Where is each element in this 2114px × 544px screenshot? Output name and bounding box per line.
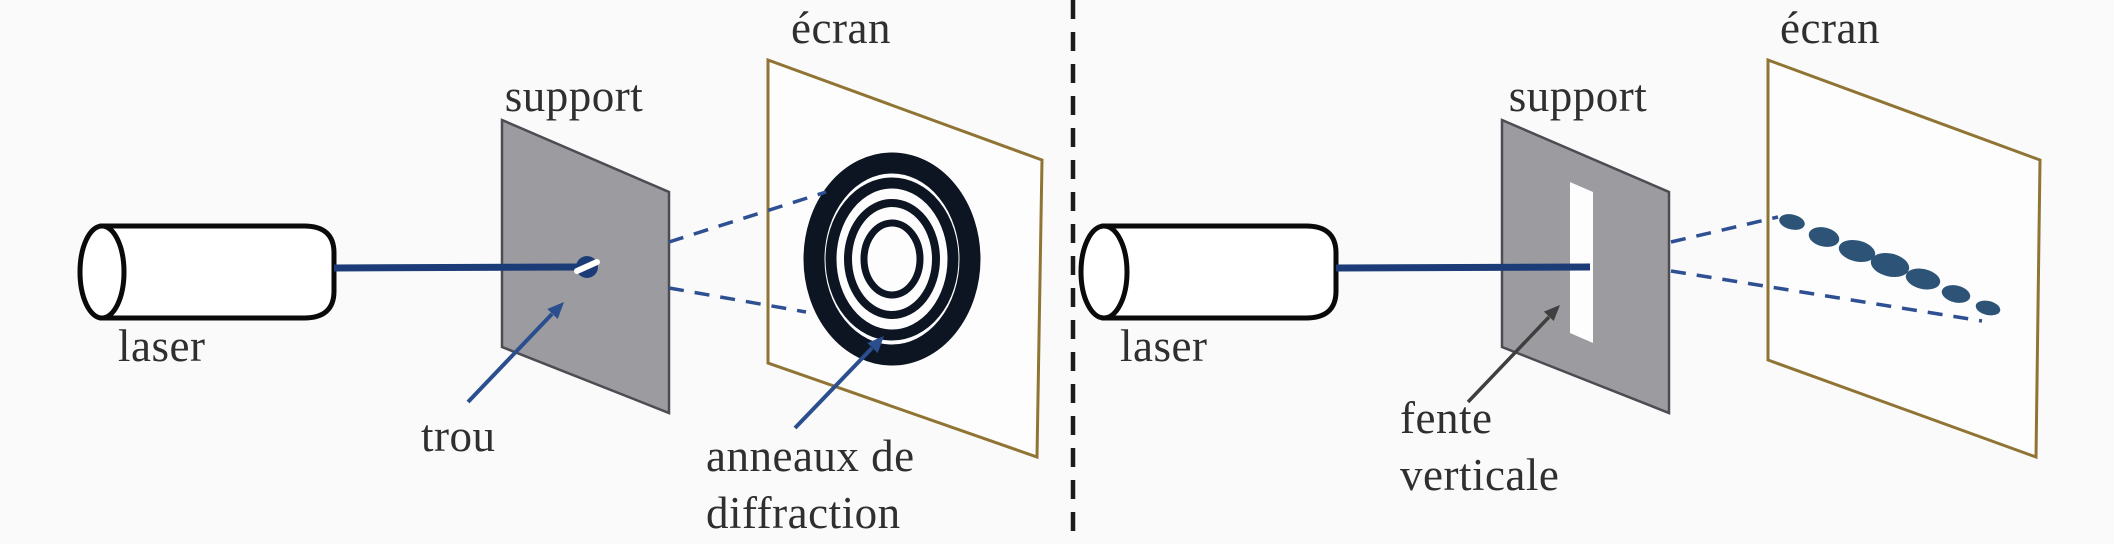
left-laser-beam <box>333 263 581 272</box>
right-laser-label: laser <box>1120 321 1208 371</box>
vertical-slit <box>1570 182 1593 343</box>
left-screen-label: écran <box>791 3 891 53</box>
right-support-label: support <box>1508 71 1648 121</box>
right-laser-body <box>1101 223 1339 321</box>
right-diagram <box>1078 57 2042 460</box>
ring-3 <box>825 177 959 341</box>
diffraction-spots <box>1779 214 2001 316</box>
left-ray-upper <box>668 190 827 244</box>
slit-label-line1: fente <box>1400 393 1493 443</box>
right-laser-end-cap <box>1078 223 1130 321</box>
left-diagram <box>77 57 1044 460</box>
left-laser-label: laser <box>118 321 206 371</box>
rings-label: anneaux de diffraction <box>706 428 915 541</box>
left-support-label: support <box>504 71 644 121</box>
ring-2 <box>844 199 940 319</box>
hole-label: trou <box>421 411 496 461</box>
rings-label-line2: diffraction <box>706 487 901 538</box>
anneaux-arrow <box>793 336 884 430</box>
spot-6 <box>1941 285 1971 303</box>
left-screen <box>766 57 1044 460</box>
hole <box>574 256 600 278</box>
rings-label-line1: anneaux de <box>706 431 915 481</box>
slit-label: fente verticale <box>1400 390 1559 503</box>
trou-arrow <box>466 302 564 404</box>
ring-inner <box>860 219 924 299</box>
fente-arrow <box>1466 305 1560 404</box>
spot-5 <box>1905 268 1941 290</box>
hole-highlight <box>574 259 600 274</box>
ring-outer <box>803 152 981 366</box>
spot-7 <box>1975 300 2001 316</box>
spot-1 <box>1779 214 1805 230</box>
right-laser-beam <box>1335 263 1591 272</box>
spot-4-central <box>1870 252 1910 278</box>
right-screen <box>1766 57 2042 460</box>
diffraction-rings <box>803 152 981 366</box>
right-ray-lower <box>1670 269 1983 323</box>
left-ray-lower <box>668 286 807 314</box>
left-laser-body <box>99 223 337 321</box>
right-screen-label: écran <box>1780 3 1880 53</box>
slit-label-line2: verticale <box>1400 449 1560 500</box>
spot-3 <box>1838 239 1876 263</box>
spot-2 <box>1808 227 1840 247</box>
left-laser-end-cap <box>77 223 127 321</box>
right-ray-upper <box>1670 215 1779 244</box>
